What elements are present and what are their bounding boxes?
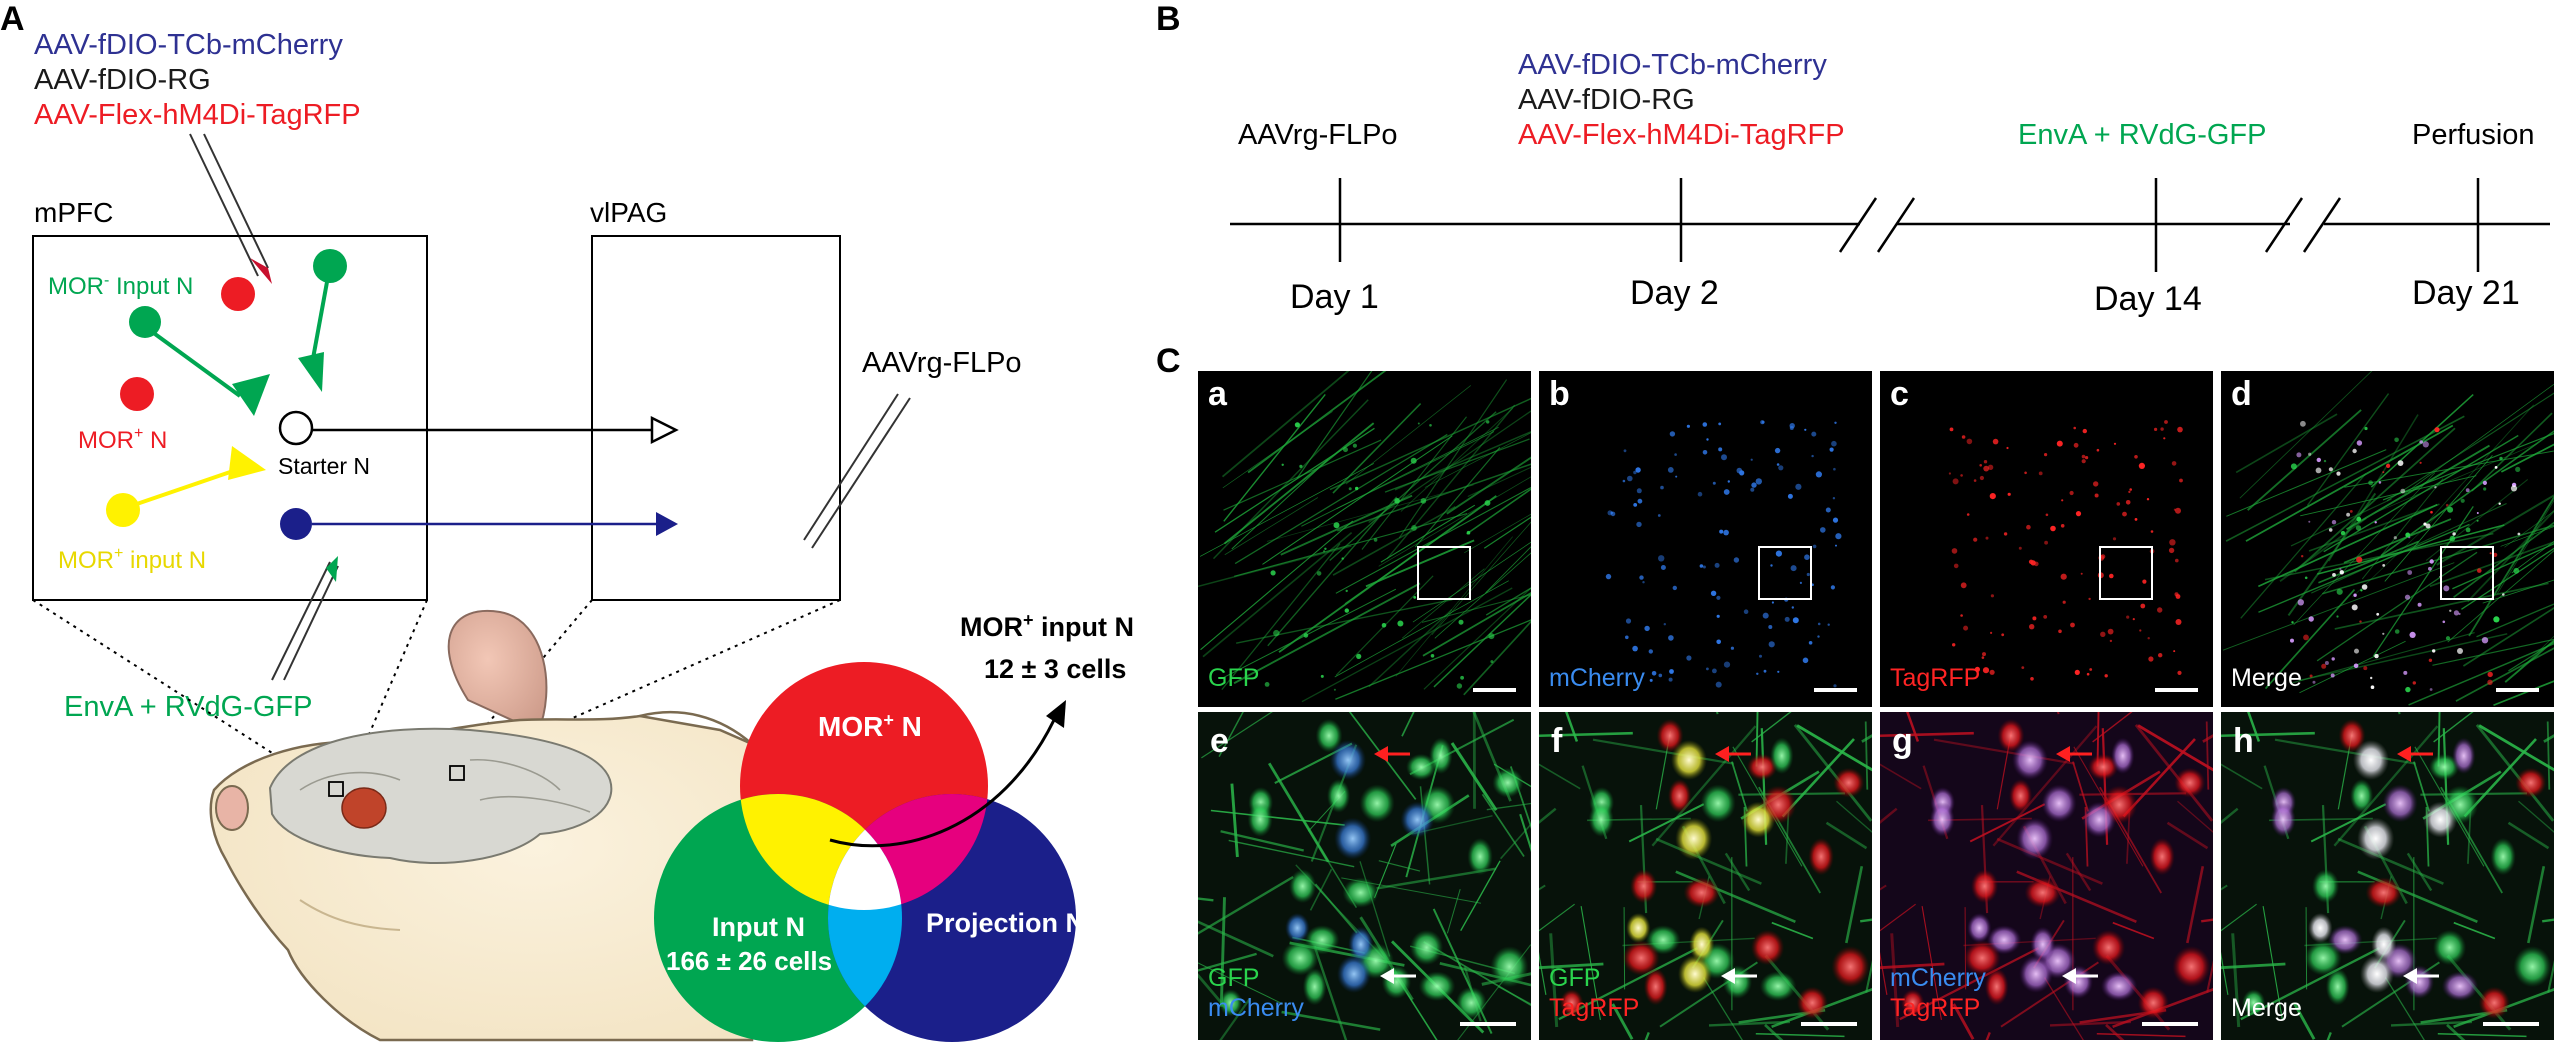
tile-label-2: TagRFP [1890, 994, 1980, 1022]
roi-box [2440, 546, 2494, 600]
tile-letter: f [1551, 722, 1563, 760]
mpfc-marker [328, 781, 344, 797]
panel-a-letter: A [0, 0, 25, 38]
tile-letter: d [2231, 375, 2252, 413]
tile-label-1: mCherry [1890, 964, 1986, 992]
tile-label: mCherry [1549, 664, 1645, 692]
b-day-1: Day 1 [1290, 278, 1379, 316]
callout-arrow [829, 719, 1056, 848]
panel-c: C aGFPbmCherrycTagRFPdMergeeGFPmCherryfG… [1156, 342, 2554, 1040]
starter-neuron [278, 410, 314, 446]
starter-terminal [650, 415, 679, 445]
micrograph-tile-b: b mCherry [1539, 371, 1872, 707]
starter-label: Starter N [278, 453, 370, 479]
b-event-perfusion: Perfusion [2412, 119, 2535, 151]
mor-minus-terminal-2 [298, 352, 324, 392]
panel-a: A AAV-fDIO-TCb-mCherry AAV-fDIO-RG AAV-F… [0, 0, 1134, 1042]
roi-box [2099, 546, 2153, 600]
b-virus-rg: AAV-fDIO-RG [1518, 84, 1695, 116]
tile-label-2: mCherry [1208, 994, 1304, 1022]
panel-b: B AAV-fDIO-TCb-mCherry AAV-fDIO-RG AAV-F… [1156, 0, 2550, 318]
mor-minus-neuron-1 [129, 306, 161, 338]
aavrg-label: AAVrg-FLPo [862, 347, 1022, 379]
mor-plus-neuron-1 [221, 277, 255, 311]
callout-arrowhead [1046, 700, 1066, 728]
panel-c-letter: C [1156, 342, 1181, 380]
tile-label: GFP [1208, 664, 1259, 692]
mpfc-label: mPFC [34, 197, 113, 228]
tile-letter: b [1549, 375, 1570, 413]
vlpag-box [591, 235, 841, 601]
tile-letter: a [1208, 375, 1228, 413]
virus-label-tcb-mcherry: AAV-fDIO-TCb-mCherry [34, 29, 343, 61]
tile-label-1: Merge [2231, 994, 2302, 1022]
mor-minus-input-label: MOR- Input N [48, 272, 193, 300]
tile-label-2: TagRFP [1549, 994, 1639, 1022]
needle-aavrg-icon [803, 393, 911, 549]
virus-label-rg: AAV-fDIO-RG [34, 64, 211, 96]
virus-label-hm4di: AAV-Flex-hM4Di-TagRFP [34, 99, 361, 131]
mpfc-box [32, 235, 428, 601]
tile-letter: e [1210, 722, 1229, 760]
tile-label-1: GFP [1549, 964, 1600, 992]
tile-label: TagRFP [1890, 664, 1980, 692]
b-day-14: Day 14 [2094, 280, 2202, 318]
venn-mor-label: MOR+ N [818, 710, 922, 742]
mor-plus-input-terminal [228, 446, 266, 480]
callout-title: MOR+ input N [960, 610, 1134, 642]
mouse-pfc-region [341, 787, 387, 829]
b-virus-tcb-mcherry: AAV-fDIO-TCb-mCherry [1518, 49, 1827, 81]
tile-label-1: GFP [1208, 964, 1259, 992]
roi-box [1758, 546, 1812, 600]
micrograph-grid: aGFPbmCherrycTagRFPdMergeeGFPmCherryfGFP… [1198, 371, 2554, 1040]
enva-label: EnvA + RVdG-GFP [64, 691, 312, 723]
needle-top-icon [189, 133, 272, 284]
vlpag-label: vlPAG [590, 197, 667, 228]
tile-label: Merge [2231, 664, 2302, 692]
b-event-aavrg: AAVrg-FLPo [1238, 119, 1398, 151]
venn-diagram: MOR+ N Input N 166 ± 26 cells Projection… [654, 662, 1085, 1042]
mor-minus-neuron-2 [313, 249, 347, 283]
roi-box [1417, 546, 1471, 600]
b-event-enva: EnvA + RVdG-GFP [2018, 119, 2266, 151]
zoom-lines [32, 599, 841, 791]
needle-bottom-icon [271, 556, 339, 681]
mor-plus-label: MOR+ N [78, 425, 167, 454]
tile-letter: h [2233, 722, 2254, 760]
vlpag-marker [449, 765, 465, 781]
callout-count: 12 ± 3 cells [984, 654, 1126, 684]
panel-b-letter: B [1156, 0, 1181, 38]
b-day-21: Day 21 [2412, 274, 2520, 312]
mouse-head-illustration [209, 609, 754, 1042]
mor-plus-input-neuron [106, 493, 140, 527]
tile-letter: c [1890, 375, 1909, 413]
mor-plus-input-label: MOR+ input N [58, 545, 206, 574]
mor-minus-terminal-1 [232, 374, 270, 416]
projection-terminal [656, 512, 678, 536]
venn-input-count: 166 ± 26 cells [666, 946, 832, 976]
venn-input-label: Input N [712, 912, 805, 942]
timeline [1230, 178, 2550, 272]
b-virus-hm4di: AAV-Flex-hM4Di-TagRFP [1518, 119, 1845, 151]
mor-plus-neuron-2 [120, 377, 154, 411]
venn-projection-label: Projection N [926, 908, 1085, 938]
tile-letter: g [1892, 722, 1913, 760]
b-day-2: Day 2 [1630, 274, 1719, 312]
projection-neuron [280, 508, 312, 540]
